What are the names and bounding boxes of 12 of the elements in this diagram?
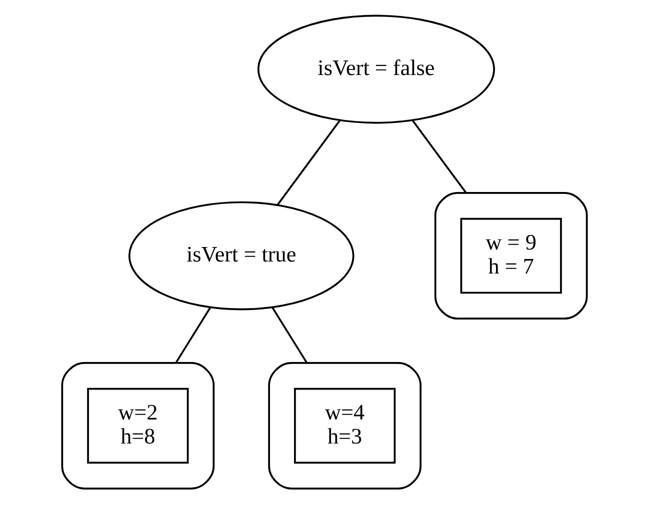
node-ellipse: isVert = false xyxy=(257,14,495,124)
connector xyxy=(175,307,212,364)
node-box: w = 9 h = 7 xyxy=(460,218,562,294)
node-ellipse: isVert = true xyxy=(128,201,354,310)
connector xyxy=(412,120,467,194)
node-box: w=2 h=8 xyxy=(87,388,189,464)
node-box: w=4 h=3 xyxy=(294,388,396,464)
connector xyxy=(272,307,308,364)
cluster xyxy=(268,362,422,490)
cluster xyxy=(61,362,215,490)
cluster xyxy=(434,192,588,320)
connector xyxy=(276,120,340,206)
